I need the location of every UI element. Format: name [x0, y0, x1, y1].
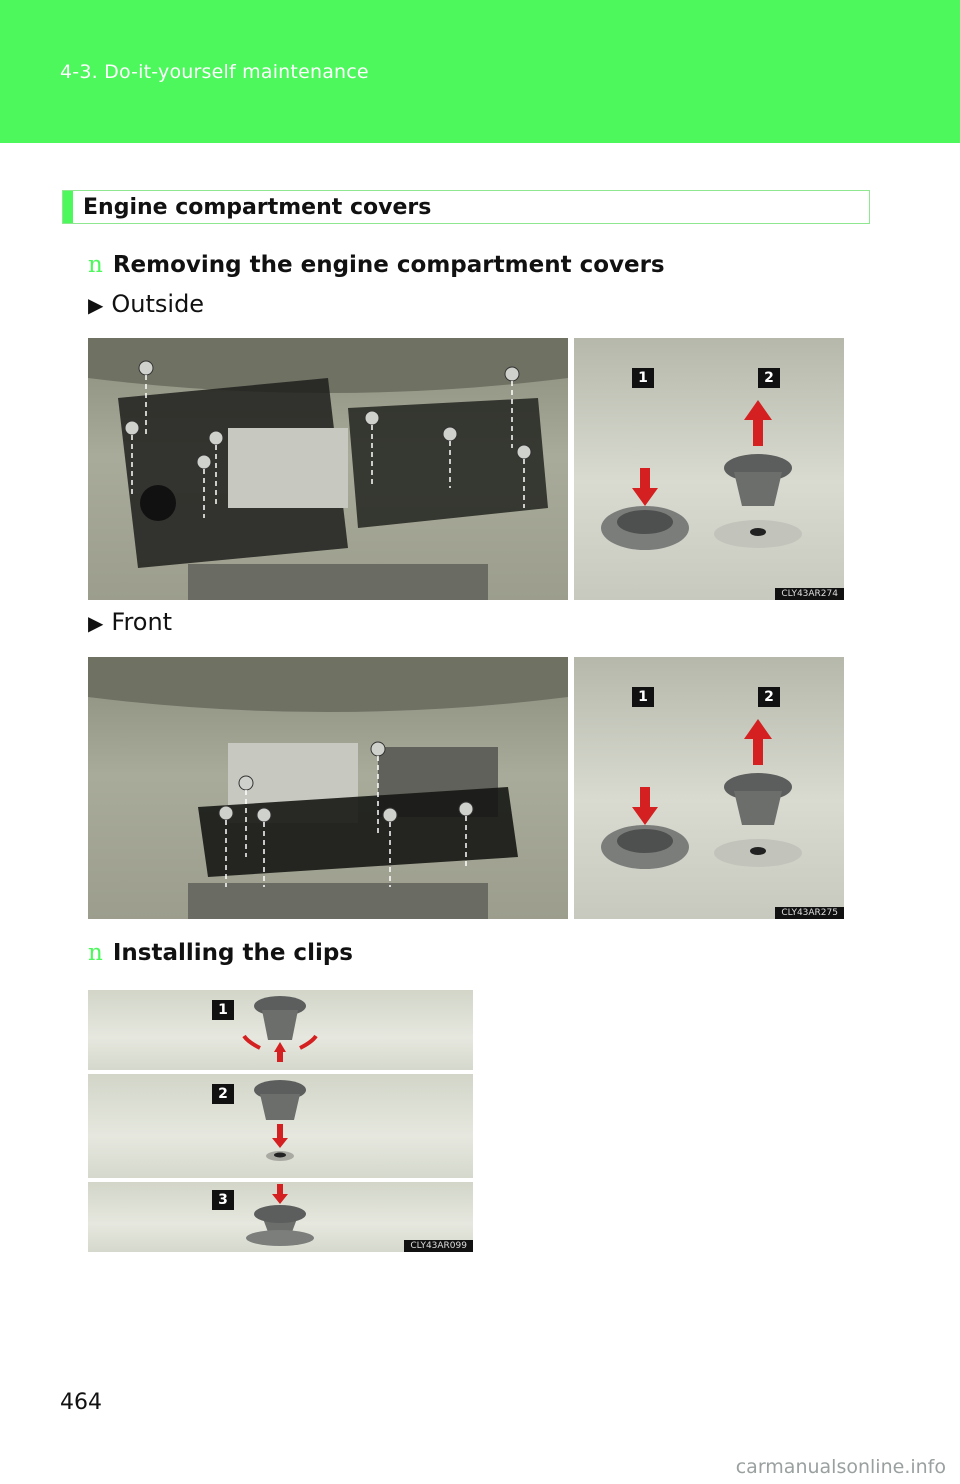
clip-step-1: 1: [88, 990, 473, 1070]
step-badge-1: 1: [632, 368, 654, 388]
step-badge-2: 2: [758, 687, 780, 707]
section-title-bar: Engine compartment covers: [62, 190, 870, 224]
figure-outside: 1 2 CLY43AR274: [88, 338, 844, 600]
engine-photo-outside: [88, 338, 568, 600]
spread-arrows-icon: [242, 1034, 318, 1050]
figure-code-outside: CLY43AR274: [775, 588, 844, 600]
clip-removal-detail-front: 1 2: [574, 657, 844, 919]
step-badge-3: 3: [212, 1190, 234, 1210]
triangle-right-icon: ▶: [88, 611, 104, 635]
step-badge-2: 2: [758, 368, 780, 388]
clip-step-2: 2: [88, 1074, 473, 1178]
bullet-marker-icon: n: [88, 940, 103, 966]
figure-code-clips: CLY43AR099: [404, 1240, 473, 1252]
push-down-arrow-icon: [632, 468, 658, 506]
press-arrow-icon: [272, 1184, 288, 1204]
step-badge-1: 1: [212, 1000, 234, 1020]
variant-outside-label: Outside: [111, 290, 205, 318]
subheading-removing: n Removing the engine compartment covers: [88, 252, 665, 278]
pull-up-arrow-icon: [744, 719, 772, 765]
figure-code-front: CLY43AR275: [775, 907, 844, 919]
step-badge-2: 2: [212, 1084, 234, 1104]
triangle-right-icon: ▶: [88, 293, 104, 317]
header-band: [0, 0, 960, 143]
step-badge-1: 1: [632, 687, 654, 707]
bullet-marker-icon: n: [88, 252, 103, 278]
section-title: Engine compartment covers: [83, 195, 432, 220]
watermark: carmanualsonline.info: [735, 1456, 946, 1478]
pull-up-arrow-icon: [744, 400, 772, 446]
variant-outside: ▶ Outside: [88, 290, 204, 318]
figure-installing-clips: 1 2 3: [88, 990, 473, 1252]
subheading-removing-text: Removing the engine compartment covers: [112, 252, 665, 278]
clip-removal-detail-outside: 1 2: [574, 338, 844, 600]
clip-step-3: 3 CLY43AR099: [88, 1182, 473, 1252]
figure-front: 1 2 CLY43AR275: [88, 657, 844, 919]
subheading-installing-text: Installing the clips: [112, 940, 353, 966]
engine-photo-front: [88, 657, 568, 919]
variant-front-label: Front: [111, 608, 173, 636]
chapter-heading: 4-3. Do-it-yourself maintenance: [60, 61, 369, 83]
variant-front: ▶ Front: [88, 608, 172, 636]
section-accent: [63, 191, 73, 223]
page-number: 464: [60, 1390, 102, 1415]
insert-arrow-icon: [272, 1124, 288, 1148]
push-down-arrow-icon: [632, 787, 658, 825]
subheading-installing: n Installing the clips: [88, 940, 353, 966]
